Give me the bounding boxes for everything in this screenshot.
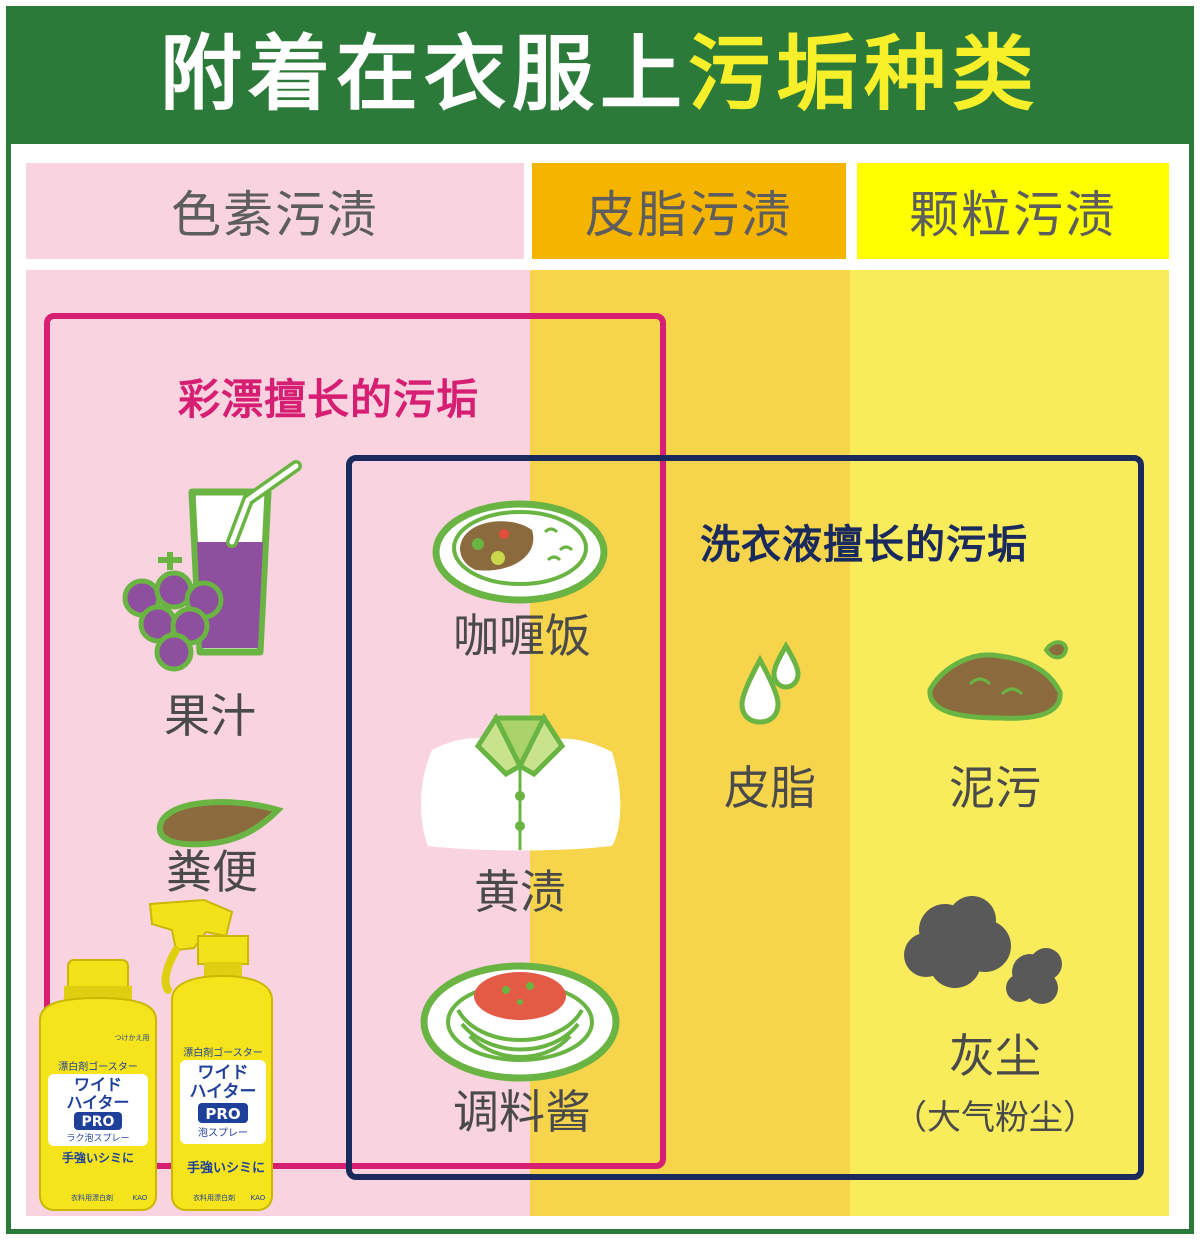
stain-label-mud: 泥污 [949, 761, 1041, 815]
spray-brand1: ワイド [198, 1063, 249, 1083]
stain-label-juice: 果汁 [164, 689, 256, 743]
spray-tagline: 手強いシミに [187, 1160, 265, 1176]
feces-icon [156, 799, 284, 848]
refill-tagline: 手強いシミに [62, 1150, 134, 1165]
stain-label-yellow: 黄渍 [474, 865, 566, 919]
column-header-sebum-label: 皮脂污渍 [585, 186, 793, 244]
sebum-drops-icon [739, 640, 801, 725]
spray-top-text: 漂白剤ゴースター [183, 1046, 263, 1059]
stain-label-dust-note: （大气粉尘） [893, 1098, 1097, 1138]
stain-label-dust: 灰尘 [949, 1029, 1041, 1083]
bleach-box-title: 彩漂擅长的污垢 [178, 375, 480, 424]
spray-brand2: ハイター [190, 1082, 257, 1102]
curry-rice-icon [432, 500, 608, 604]
dust-icon [904, 896, 1062, 1004]
stain-label-curry: 咖喱饭 [453, 609, 591, 663]
detergent-box [346, 455, 1144, 1180]
refill-pro: PRO [82, 1114, 115, 1130]
mud-icon [927, 640, 1069, 721]
spray-type: 泡スプレー [198, 1126, 248, 1139]
stain-label-sebum: 皮脂 [724, 761, 816, 815]
column-header-pigment: 色素污渍 [26, 163, 524, 259]
column-header-pigment-label: 色素污渍 [171, 186, 379, 244]
spray-foot: 衣料用漂白剤 [193, 1193, 235, 1202]
grape-icon [122, 552, 224, 672]
shirt-icon [420, 712, 621, 851]
stain-label-feces: 粪便 [166, 845, 258, 899]
spray-maker: KAO [251, 1194, 266, 1202]
refill-bottle: 漂白剤ゴースター ワイド ハイター PRO ラク泡スプレー 手強いシミに つけか… [39, 959, 157, 1211]
refill-type: ラク泡スプレー [66, 1132, 129, 1144]
refill-maker: KAO [133, 1194, 148, 1202]
refill-brand2: ハイター [66, 1093, 129, 1112]
refill-foot: 衣料用漂白剤 [71, 1193, 113, 1202]
refill-badge: つけかえ用 [115, 1034, 150, 1042]
spaghetti-icon [420, 962, 620, 1082]
title-part1: 附着在衣服上 [159, 27, 688, 122]
title-part2: 污垢种类 [688, 27, 1041, 122]
detergent-box-title: 洗衣液擅长的污垢 [700, 522, 1028, 568]
title-bar: 附着在衣服上污垢种类 [6, 6, 1194, 144]
column-bg-particle [850, 270, 1169, 1216]
refill-brand1: ワイド [74, 1075, 122, 1094]
refill-top-text: 漂白剤ゴースター [58, 1060, 138, 1073]
spray-pro: PRO [205, 1105, 240, 1123]
column-header-particle-label: 颗粒污渍 [909, 186, 1117, 244]
spray-bottle: 漂白剤ゴースター ワイド ハイター PRO 泡スプレー 手強いシミに 衣料用漂白… [148, 898, 273, 1211]
bleach-box [44, 313, 666, 1169]
column-header-particle: 颗粒污渍 [857, 163, 1169, 259]
stain-label-sauce: 调料酱 [453, 1085, 591, 1139]
column-header-sebum: 皮脂污渍 [532, 163, 846, 259]
